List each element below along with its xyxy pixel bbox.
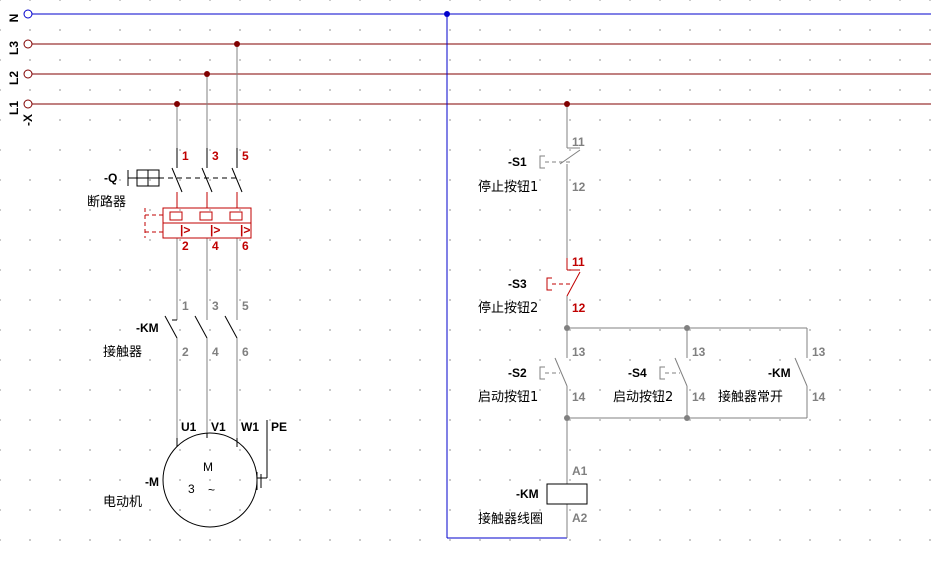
motor-name: 电动机 bbox=[103, 495, 142, 510]
s1-tag: -S1 bbox=[508, 155, 527, 169]
coil-term-a1: A1 bbox=[572, 464, 588, 478]
motor-body bbox=[162, 432, 258, 528]
motor-symbol: M bbox=[203, 460, 213, 474]
start-button-1[interactable]: -S2 启动按钮1 13 14 bbox=[478, 345, 586, 405]
coil-name: 接触器线圈 bbox=[478, 511, 543, 527]
control-junctions bbox=[444, 11, 690, 421]
l1-terminal[interactable] bbox=[23, 99, 33, 109]
contactor-name: 接触器 bbox=[103, 344, 142, 360]
contactor-term-3: 3 bbox=[212, 299, 219, 313]
km-aux-tag: -KM bbox=[768, 366, 791, 380]
s4-term-bot: 14 bbox=[692, 390, 706, 404]
stop-button-1[interactable]: -S1 停止按钮1 11 12 bbox=[478, 135, 586, 195]
l2-label: L2 bbox=[7, 71, 21, 85]
s3-tag: -S3 bbox=[508, 277, 527, 291]
s2-tag: -S2 bbox=[508, 366, 527, 380]
contactor-term-6: 6 bbox=[242, 345, 249, 359]
breaker-tag: -Q bbox=[104, 171, 117, 185]
contactor-term-5: 5 bbox=[242, 299, 249, 313]
breaker-name: 断路器 bbox=[87, 194, 126, 210]
coil-term-a2: A2 bbox=[572, 511, 588, 525]
breaker-term-1: 1 bbox=[182, 149, 189, 163]
contactor-tag: -KM bbox=[136, 321, 159, 335]
l3-terminal[interactable] bbox=[23, 39, 33, 49]
s4-term-top: 13 bbox=[692, 345, 706, 359]
breaker-term-2: 2 bbox=[182, 239, 189, 253]
motor-ac: ~ bbox=[208, 483, 215, 497]
km-aux-name: 接触器常开 bbox=[718, 389, 783, 405]
coil-tag: -KM bbox=[516, 487, 539, 501]
s3-term-top: 11 bbox=[572, 255, 585, 269]
control-wires bbox=[566, 104, 808, 484]
contactor-coil[interactable]: -KM 接触器线圈 A1 A2 bbox=[478, 464, 588, 527]
circuit-breaker[interactable]: |> |> |> -Q 断路器 1 3 5 2 4 6 bbox=[87, 148, 252, 253]
connector-tag: -X bbox=[21, 114, 35, 126]
breaker-gt-3: |> bbox=[240, 223, 250, 237]
motor-term-w1: W1 bbox=[241, 420, 259, 434]
l2-terminal[interactable] bbox=[23, 69, 33, 79]
motor-term-pe: PE bbox=[271, 420, 287, 434]
breaker-term-5: 5 bbox=[242, 149, 249, 163]
coil-box bbox=[546, 483, 588, 505]
s4-name: 启动按钮2 bbox=[613, 390, 673, 405]
l3-label: L3 bbox=[7, 41, 21, 55]
motor[interactable]: M 3 ~ U1 V1 W1 PE -M 电动机 bbox=[103, 420, 287, 528]
power-wires bbox=[176, 44, 238, 438]
breaker-term-6: 6 bbox=[242, 239, 249, 253]
contactor-term-4: 4 bbox=[212, 345, 219, 359]
s3-term-bot: 12 bbox=[572, 301, 586, 315]
main-contactor[interactable]: -KM 接触器 1 3 5 2 4 6 bbox=[103, 299, 249, 360]
s2-name: 启动按钮1 bbox=[478, 390, 538, 405]
motor-term-v1: V1 bbox=[211, 420, 226, 434]
motor-tag: -M bbox=[145, 475, 159, 489]
neutral-return bbox=[446, 14, 568, 539]
s1-name: 停止按钮1 bbox=[478, 179, 538, 195]
s1-term-top: 11 bbox=[572, 135, 585, 149]
motor-phases: 3 bbox=[188, 482, 195, 496]
contactor-term-1: 1 bbox=[182, 299, 189, 313]
s2-term-bot: 14 bbox=[572, 390, 586, 404]
s4-tag: -S4 bbox=[628, 366, 647, 380]
start-button-2[interactable]: -S4 启动按钮2 13 14 bbox=[613, 345, 706, 405]
motor-term-u1: U1 bbox=[181, 420, 197, 434]
power-junctions bbox=[174, 41, 240, 107]
km-aux-term-top: 13 bbox=[812, 345, 826, 359]
km-aux-term-bot: 14 bbox=[812, 390, 826, 404]
s2-term-top: 13 bbox=[572, 345, 586, 359]
contactor-term-2: 2 bbox=[182, 345, 189, 359]
contactor-aux-contact[interactable]: -KM 接触器常开 13 14 bbox=[718, 345, 826, 405]
breaker-term-3: 3 bbox=[212, 149, 219, 163]
n-label: N bbox=[7, 14, 21, 23]
breaker-gt-1: |> bbox=[180, 223, 190, 237]
s1-term-bot: 12 bbox=[572, 180, 586, 194]
l1-label: L1 bbox=[7, 101, 21, 115]
bus-lines: N L3 L2 L1 -X bbox=[7, 9, 931, 126]
breaker-gt-2: |> bbox=[210, 223, 220, 237]
n-terminal[interactable] bbox=[23, 9, 33, 19]
s3-name: 停止按钮2 bbox=[478, 300, 538, 316]
breaker-term-4: 4 bbox=[212, 239, 219, 253]
stop-button-2[interactable]: -S3 停止按钮2 11 12 bbox=[478, 255, 586, 316]
